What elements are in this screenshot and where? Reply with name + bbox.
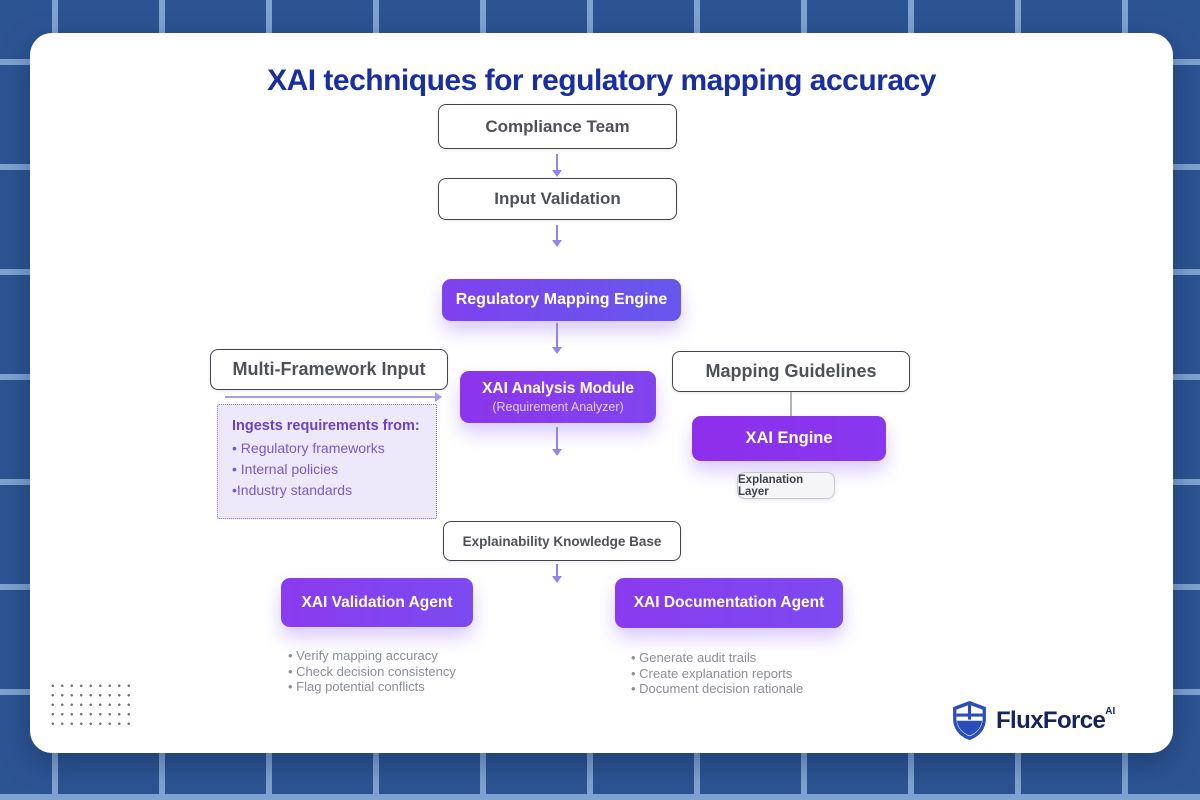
connector-guidelines-to-engine	[790, 392, 792, 416]
logo-name: FluxForce	[996, 707, 1106, 734]
fluxforce-logo: FluxForceAI	[951, 700, 1115, 741]
node-mapping-guidelines[interactable]: Mapping Guidelines	[672, 351, 910, 392]
shield-icon	[953, 701, 986, 740]
arrow-compliance-to-validation	[552, 154, 562, 177]
ingest-note-box: Ingests requirements from: • Regulatory …	[217, 404, 437, 519]
ingest-note-item: • Internal policies	[232, 461, 339, 477]
node-regulatory-mapping-engine[interactable]: Regulatory Mapping Engine	[442, 279, 681, 321]
node-label: Regulatory Mapping Engine	[455, 291, 668, 308]
documentation-agent-notes: • Generate audit trails • Create explana…	[631, 650, 803, 697]
validation-agent-notes: • Verify mapping accuracy • Check decisi…	[288, 648, 456, 695]
node-xai-engine[interactable]: XAI Engine	[692, 416, 886, 461]
node-explainability-knowledge-base[interactable]: Explainability Knowledge Base	[443, 521, 681, 561]
node-xai-analysis-module[interactable]: XAI Analysis Module (Requirement Analyze…	[460, 371, 656, 423]
arrow-module-down	[552, 427, 562, 456]
arrow-validation-down	[552, 225, 562, 247]
note-line: • Verify mapping accuracy	[288, 648, 438, 663]
node-label: Explainability Knowledge Base	[462, 533, 662, 549]
node-label: Mapping Guidelines	[705, 361, 877, 381]
arrow-multi-framework-right	[225, 392, 442, 402]
note-line: • Create explanation reports	[631, 665, 793, 681]
node-label: XAI Analysis Module	[482, 380, 634, 397]
arrow-engine-to-module	[552, 323, 562, 354]
ingest-note-item: • Regulatory frameworks	[232, 440, 385, 456]
note-line: • Document decision rationale	[631, 681, 804, 696]
node-label: Multi-Framework Input	[232, 359, 426, 379]
node-xai-documentation-agent[interactable]: XAI Documentation Agent	[615, 578, 843, 628]
ingest-note-item: •Industry standards	[232, 482, 353, 498]
diagram-card: XAI techniques for regulatory mapping ac…	[30, 33, 1173, 753]
note-line: • Check decision consistency	[288, 663, 456, 679]
dot-grid-decoration	[48, 681, 134, 729]
node-label: Explanation Layer	[738, 473, 804, 498]
page-title: XAI techniques for regulatory mapping ac…	[267, 64, 936, 97]
node-label: XAI Documentation Agent	[633, 594, 825, 611]
node-explanation-layer[interactable]: Explanation Layer	[737, 472, 835, 499]
node-multi-framework-input[interactable]: Multi-Framework Input	[210, 349, 448, 390]
node-input-validation[interactable]: Input Validation	[438, 178, 677, 220]
node-compliance-team[interactable]: Compliance Team	[438, 104, 677, 149]
node-label: Input Validation	[494, 189, 621, 208]
logo-suffix: AI	[1105, 706, 1116, 717]
note-line: • Flag potential conflicts	[288, 679, 425, 694]
node-xai-validation-agent[interactable]: XAI Validation Agent	[281, 578, 473, 627]
note-line: • Generate audit trails	[631, 650, 757, 665]
node-label: XAI Validation Agent	[301, 593, 453, 611]
ingest-note-heading: Ingests requirements from:	[232, 418, 420, 434]
arrow-knowledge-base-down	[552, 564, 562, 583]
node-label: Compliance Team	[485, 116, 630, 136]
node-sublabel: (Requirement Analyzer)	[492, 400, 624, 414]
logo-wordmark: FluxForceAI	[996, 706, 1115, 735]
node-label: XAI Engine	[745, 429, 833, 447]
